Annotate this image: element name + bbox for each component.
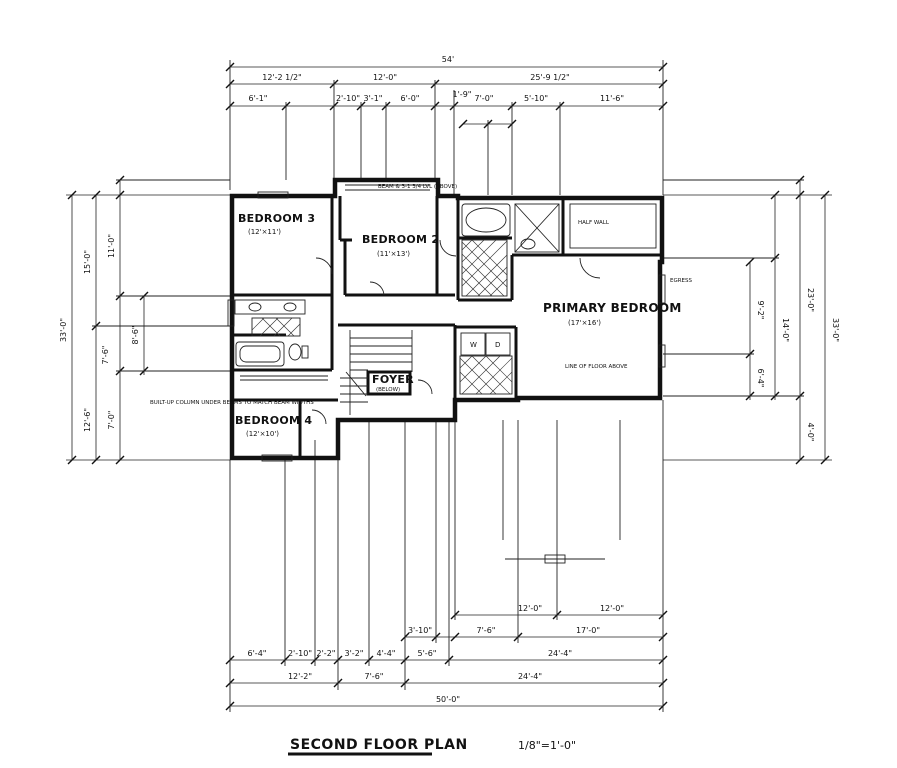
foyer-size: (BELOW)	[376, 387, 400, 393]
dim-bottom-6-4: 6'-4"	[248, 649, 267, 658]
dim-top-row1-c: 25'-9 1/2"	[530, 73, 569, 82]
note-egress: EGRESS	[670, 278, 693, 284]
note-half-wall: HALF WALL	[578, 220, 610, 226]
dim-top-row2-c: 3'-1"	[364, 94, 383, 103]
dim-bottom-5-6: 5'-6"	[418, 649, 437, 658]
dim-bottom-12a: 12'-0"	[518, 604, 542, 613]
dim-bottom-3-10: 3'-10"	[408, 626, 432, 635]
dim-bottom-2-10: 2'-10"	[288, 649, 312, 658]
dim-left-g: 7'-0"	[107, 411, 116, 430]
drawing-title: SECOND FLOOR PLAN	[290, 737, 468, 753]
dim-right-b: 23'-0"	[806, 288, 815, 312]
dim-bottom-4-4: 4'-4"	[377, 649, 396, 658]
dim-right-f: 4'-0"	[806, 423, 815, 442]
dim-left-overall: 33'-0"	[59, 318, 68, 342]
dryer-label: D	[495, 341, 500, 349]
bedroom4-size: (12'×10')	[246, 430, 279, 438]
dim-bottom-24-4b: 24'-4"	[518, 672, 542, 681]
plan-walls	[229, 177, 665, 461]
dim-right-overall: 33'-0"	[831, 318, 840, 342]
bedroom4-label: BEDROOM 4	[235, 414, 312, 427]
bedroom2-size: (11'×13')	[377, 250, 410, 258]
note-beam-above: BEAM & 3-1 3/4 LVL (ABOVE)	[378, 184, 457, 190]
dim-top-row1-a: 12'-2 1/2"	[262, 73, 301, 82]
note-line-of-floor: LINE OF FLOOR ABOVE	[565, 364, 628, 370]
dim-right-c: 14'-0"	[781, 318, 790, 342]
washer-label: W	[470, 341, 477, 349]
dim-bottom-overall: 50'-0"	[436, 695, 460, 704]
dim-top-row2-b: 2'-10"	[336, 94, 360, 103]
bedroom3-label: BEDROOM 3	[238, 212, 315, 225]
dim-bottom-12-2: 12'-2"	[288, 672, 312, 681]
top-dimensions: 54' 12'-2 1/2" 12'-0" 25'-9 1/2" 6'-1" 2…	[225, 55, 668, 195]
annotations: BUILT-UP COLUMN UNDER BEAMS TO MATCH BEA…	[150, 184, 693, 406]
dim-left-e: 8'-6"	[131, 326, 140, 345]
bedroom3-size: (12'×11')	[248, 228, 281, 236]
tile-areas	[251, 239, 513, 395]
dim-right-e: 6'-4"	[756, 369, 765, 388]
dim-right-d: 9'-2"	[756, 301, 765, 320]
dim-top-row2-d: 6'-0"	[401, 94, 420, 103]
dim-left-f: 12'-6"	[83, 408, 92, 432]
note-built-up-column: BUILT-UP COLUMN UNDER BEAMS TO MATCH BEA…	[150, 400, 314, 406]
right-dimensions: 33'-0" 23'-0" 4'-0" 14'-0" 9'-2" 6'-4"	[663, 175, 840, 465]
dim-bottom-12b: 12'-0"	[600, 604, 624, 613]
drawing-scale: 1/8"=1'-0"	[518, 739, 576, 752]
dim-bottom-24-4a: 24'-4"	[548, 649, 572, 658]
dim-bottom-17: 17'-0"	[576, 626, 600, 635]
dim-left-d: 7'-6"	[101, 346, 110, 365]
fixtures	[227, 184, 666, 564]
stairs	[340, 330, 413, 415]
foyer-label: FOYER	[372, 373, 414, 386]
room-labels: BEDROOM 3 (12'×11') BEDROOM 2 (11'×13') …	[235, 212, 682, 438]
dim-bottom-3-2: 3'-2"	[345, 649, 364, 658]
primary-bedroom-size: (17'×16')	[568, 319, 601, 327]
dim-left-c: 11'-0"	[107, 234, 116, 258]
dim-bottom-7-6: 7'-6"	[477, 626, 496, 635]
left-dimensions: 33'-0" 15'-0" 12'-6" 11'-0" 7'-0" 8'-6" …	[59, 175, 230, 465]
primary-bedroom-label: PRIMARY BEDROOM	[543, 301, 682, 315]
dim-top-row1-b: 12'-0"	[373, 73, 397, 82]
dim-top-row2-f: 7'-0"	[475, 94, 494, 103]
dim-top-overall: 54'	[442, 55, 454, 64]
dim-bottom-2-2: 2'-2"	[317, 649, 336, 658]
dim-bottom-7-6b: 7'-6"	[365, 672, 384, 681]
bottom-dimensions: 12'-0" 12'-0" 3'-10" 7'-6" 17'-0" 6'-4" …	[225, 400, 668, 712]
bedroom2-label: BEDROOM 2	[362, 233, 439, 246]
dim-top-row2-a: 6'-1"	[249, 94, 268, 103]
dim-left-b: 15'-0"	[83, 250, 92, 274]
dim-top-row2-g: 5'-10"	[524, 94, 548, 103]
dim-top-row2-h: 11'-6"	[600, 94, 624, 103]
dim-top-row2-e: 1'-9"	[453, 90, 472, 99]
footer: SECOND FLOOR PLAN 1/8"=1'-0"	[288, 737, 576, 756]
